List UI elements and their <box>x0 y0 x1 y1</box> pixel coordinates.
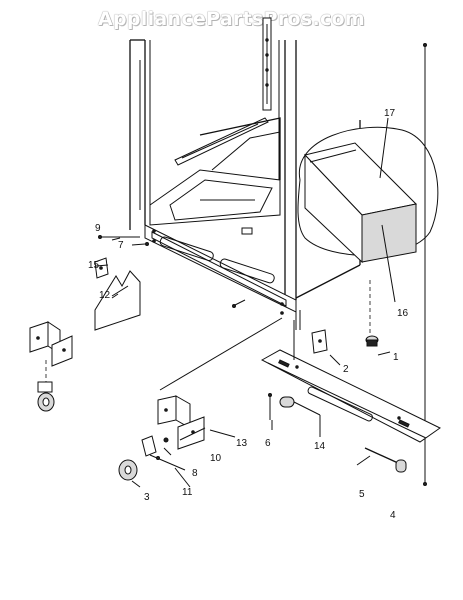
callout-4: 4 <box>390 510 396 521</box>
callout-15: 15 <box>88 260 100 271</box>
left-hinge-assembly <box>29 321 73 412</box>
callout-10: 10 <box>210 453 222 464</box>
callout-2: 2 <box>343 364 349 375</box>
cabinet-body <box>129 17 361 330</box>
part-3-roller-assembly <box>118 435 186 481</box>
callout-9: 9 <box>95 223 101 234</box>
part-14-rail <box>260 349 441 443</box>
part-1-nut <box>365 280 379 347</box>
callout-6: 6 <box>265 438 271 449</box>
connector-lines <box>159 317 295 391</box>
leader-lines <box>95 117 396 488</box>
callout-14: 14 <box>314 441 326 452</box>
watermark-text: AppliancePartsPros.com <box>97 8 365 30</box>
callout-12: 12 <box>99 290 111 301</box>
callout-17: 17 <box>384 108 396 119</box>
callout-5: 5 <box>359 489 365 500</box>
zoom-bubble <box>297 126 439 264</box>
part-7-washer <box>145 242 149 246</box>
part-12-panel <box>94 270 141 331</box>
part-2-bracket <box>311 329 328 354</box>
part-13-hinge <box>157 395 205 450</box>
callout-7: 7 <box>118 240 124 251</box>
callout-13: 13 <box>236 438 248 449</box>
callout-8: 8 <box>192 468 198 479</box>
part-15-bracket <box>94 257 109 279</box>
callout-11: 11 <box>182 487 193 498</box>
part-9-screw <box>98 235 140 239</box>
callout-3: 3 <box>144 492 150 503</box>
callout-labels: 1 2 3 4 5 6 7 8 9 10 11 12 13 14 15 16 1… <box>88 108 409 521</box>
part-5-axle <box>364 447 407 473</box>
part-6-screw <box>268 393 321 420</box>
callout-1: 1 <box>393 352 399 363</box>
callout-16: 16 <box>397 308 409 319</box>
